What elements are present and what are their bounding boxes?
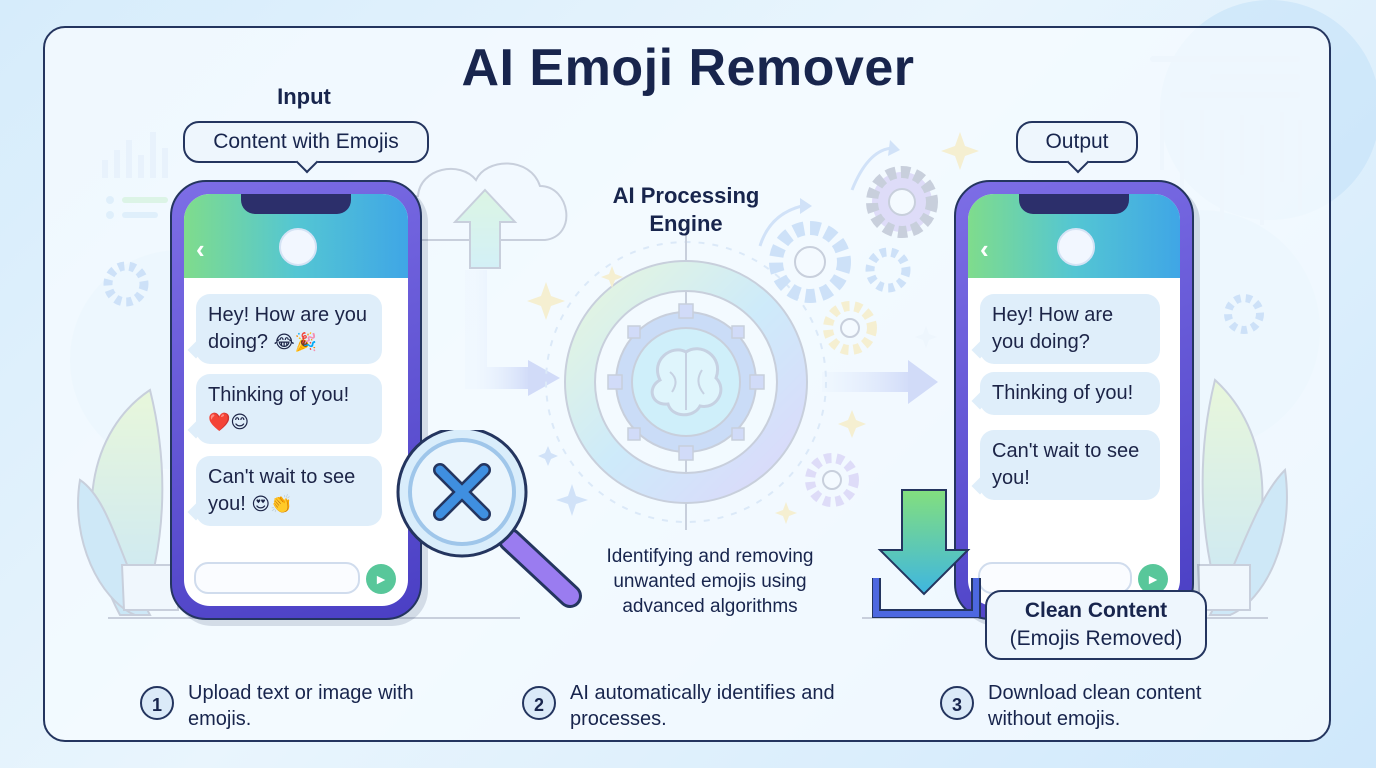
output-label: Output [1045,130,1109,153]
output-pill: Output [1016,121,1138,174]
send-icon[interactable]: ► [1138,564,1168,594]
clean-content-subtitle: (Emojis Removed) [1009,627,1183,650]
avatar-icon [279,228,317,266]
back-icon[interactable]: ‹ [980,234,989,264]
input-message-3: Can't wait to see you! 😍👏 [187,456,382,526]
emoji-group: ❤️😊 [208,412,250,433]
input-pill-text: Content with Emojis [213,130,399,153]
back-icon[interactable]: ‹ [196,234,205,264]
input-phone: ‹ Hey! How are you doing? 😂🎉 Thinking of… [170,180,422,620]
engine-title: AI Processing Engine [612,183,760,236]
message-input[interactable] [978,562,1132,594]
output-message-3: Can't wait to see you! [971,430,1160,500]
clean-content-title: Clean Content [1024,599,1168,622]
engine-caption: Identifying and removing unwanted emojis… [606,546,814,617]
input-pill: Content with Emojis [183,121,429,174]
output-message-1: Hey! How are you doing? [971,294,1160,364]
avatar-icon [1057,228,1095,266]
input-message-2: Thinking of you! ❤️😊 [187,374,382,444]
output-message-2: Thinking of you! [971,372,1160,415]
download-tray-icon [872,489,981,618]
emoji-group: 😂🎉 [273,332,318,353]
input-phone-screen: ‹ Hey! How are you doing? 😂🎉 Thinking of… [184,194,408,606]
emoji-group: 😍👏 [251,494,293,515]
clean-content-pill: Clean Content (Emojis Removed) [985,590,1207,660]
message-input[interactable] [194,562,360,594]
send-icon[interactable]: ► [366,564,396,594]
output-phone-screen: ‹ Hey! How are you doing? Thinking of yo… [968,194,1180,606]
input-message-1: Hey! How are you doing? 😂🎉 [187,294,382,364]
page-title: AI Emoji Remover [461,39,915,97]
magnifier-x-icon [396,430,582,608]
output-phone: ‹ Hey! How are you doing? Thinking of yo… [954,180,1194,620]
input-label: Input [277,84,331,109]
